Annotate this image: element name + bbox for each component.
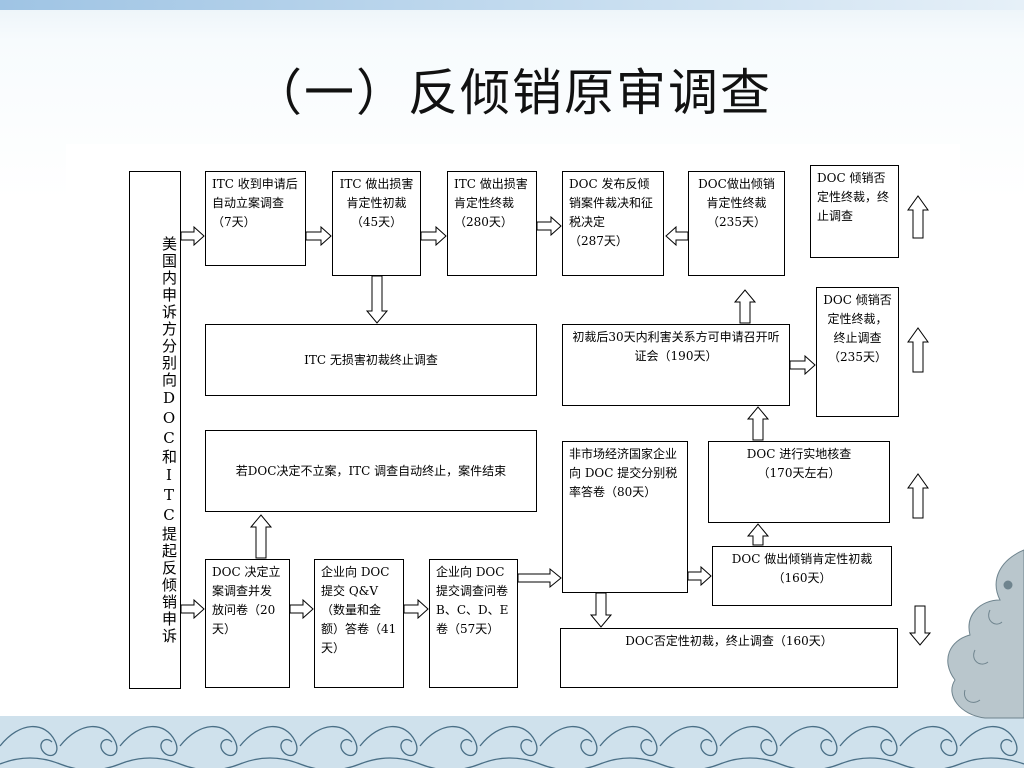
- q-and-v-box: 企业向 DOC 提交 Q&V（数量和金额）答卷（41天）: [314, 559, 404, 688]
- doc-verify-text: DOC 进行实地核查 （170天左右）: [746, 447, 852, 480]
- dragon-decoration: [947, 549, 1024, 719]
- doc-publish-box: DOC 发布反倾销案件裁决和征税决定 （287天）: [562, 171, 664, 276]
- itc-prelim-box: ITC 做出损害肯定性初裁 （45天）: [332, 171, 421, 276]
- slide-title: （一）反倾销原审调查: [252, 64, 772, 122]
- itc-final-text: ITC 做出损害肯定性终裁（280天）: [454, 177, 528, 229]
- doc-publish-text: DOC 发布反倾销案件裁决和征税决定 （287天）: [569, 177, 654, 248]
- complainant-box: 美国内申诉方分别向DOC和ITC提起反倾销申诉: [129, 171, 181, 689]
- questionnaire-box: 企业向 DOC 提交调查问卷 B、C、D、E卷（57天）: [429, 559, 518, 688]
- doc-final-affirm-text: DOC做出倾销肯定性终裁 （235天）: [698, 177, 775, 229]
- doc-neg-prelim-text: DOC否定性初裁，终止调查（160天）: [625, 634, 833, 648]
- non-market-box: 非市场经济国家企业向 DOC 提交分别税率答卷（80天）: [562, 441, 688, 593]
- q-and-v-text: 企业向 DOC 提交 Q&V（数量和金额）答卷（41天）: [321, 565, 397, 655]
- doc-initiate-box: DOC 决定立案调查并发放问卷（20天）: [205, 559, 290, 688]
- questionnaire-text: 企业向 DOC 提交调查问卷 B、C、D、E卷（57天）: [436, 565, 509, 636]
- complainant-text: 美国内申诉方分别向DOC和ITC提起反倾销申诉: [160, 235, 178, 645]
- doc-not-initiate-text: 若DOC决定不立案，ITC 调查自动终止，案件结束: [235, 463, 507, 478]
- non-market-text: 非市场经济国家企业向 DOC 提交分别税率答卷（80天）: [569, 447, 678, 499]
- doc-initiate-text: DOC 决定立案调查并发放问卷（20天）: [212, 565, 281, 636]
- doc-prelim-affirm-text: DOC 做出倾销肯定性初裁 （160天）: [731, 552, 873, 585]
- doc-neg-prelim-box: DOC否定性初裁，终止调查（160天）: [560, 628, 898, 688]
- hearing-box: 初裁后30天内利害关系方可申请召开听证会（190天）: [562, 324, 790, 406]
- doc-neg-final-mid-box: DOC 倾销否定性终裁，终止调查 （235天）: [816, 287, 899, 417]
- itc-no-injury-box: ITC 无损害初裁终止调查: [205, 324, 537, 396]
- doc-neg-final-mid-text: DOC 倾销否定性终裁，终止调查 （235天）: [823, 293, 892, 364]
- wave-decoration: [0, 716, 1024, 768]
- doc-not-initiate-box: 若DOC决定不立案，ITC 调查自动终止，案件结束: [205, 430, 537, 512]
- itc-receive-box: ITC 收到申请后自动立案调查（7天）: [205, 171, 306, 266]
- itc-prelim-text: ITC 做出损害肯定性初裁 （45天）: [339, 177, 414, 229]
- doc-final-affirm-box: DOC做出倾销肯定性终裁 （235天）: [688, 171, 785, 276]
- itc-no-injury-text: ITC 无损害初裁终止调查: [304, 352, 438, 367]
- top-band: [0, 0, 1024, 10]
- hearing-text: 初裁后30天内利害关系方可申请召开听证会（190天）: [572, 330, 780, 363]
- itc-final-box: ITC 做出损害肯定性终裁（280天）: [447, 171, 537, 276]
- itc-receive-text: ITC 收到申请后自动立案调查（7天）: [212, 177, 298, 229]
- doc-prelim-affirm-box: DOC 做出倾销肯定性初裁 （160天）: [712, 546, 892, 606]
- doc-neg-final-top-box: DOC 倾销否定性终裁，终止调查: [810, 165, 899, 258]
- doc-neg-final-top-text: DOC 倾销否定性终裁，终止调查: [817, 171, 890, 223]
- doc-verify-box: DOC 进行实地核查 （170天左右）: [708, 441, 890, 523]
